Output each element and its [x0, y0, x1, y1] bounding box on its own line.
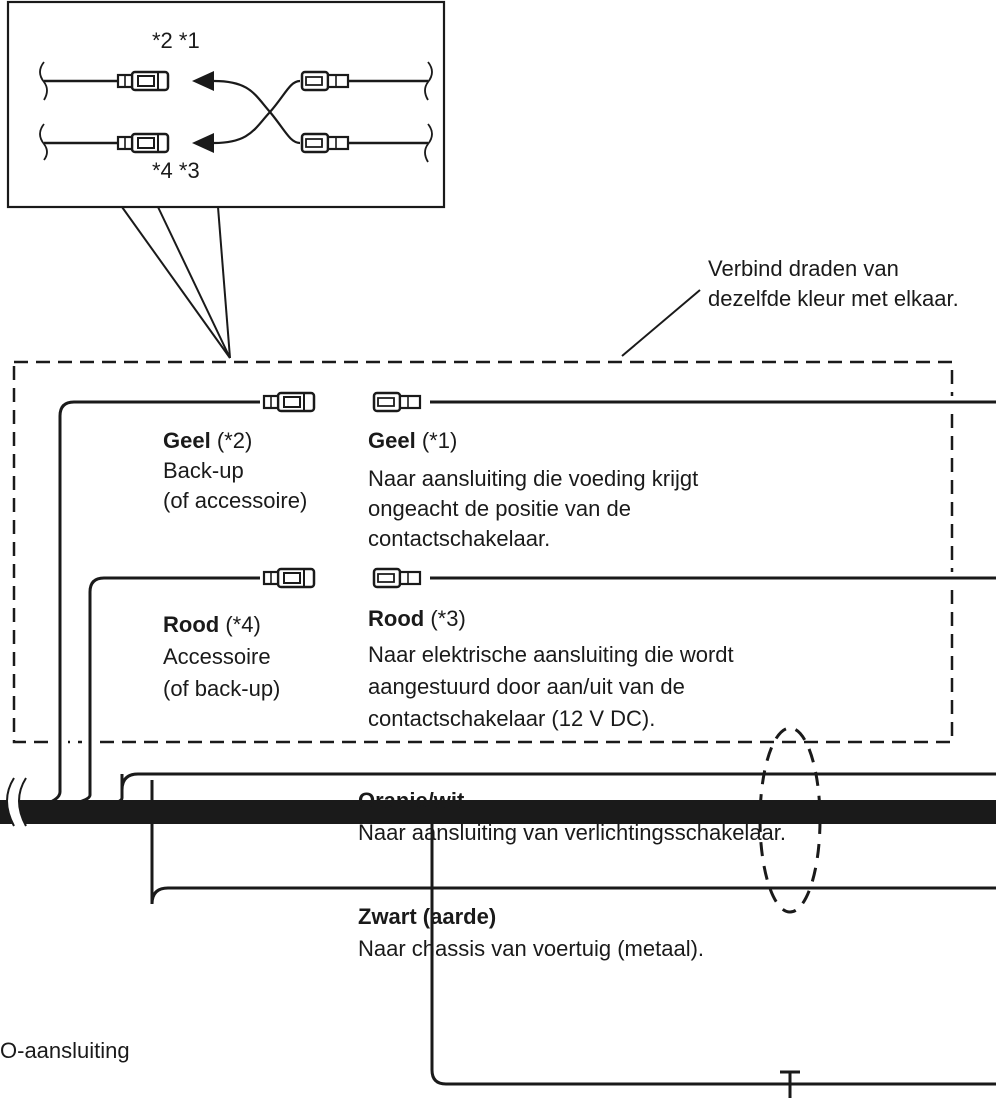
harness-dashed-ellipse	[758, 726, 822, 914]
wire-desc-line: Back-up	[163, 458, 244, 483]
wire-label-rood-accessory: Rood (*4)	[163, 610, 261, 640]
wire-desc-line: Naar aansluiting van verlichtingsschakel…	[358, 820, 787, 845]
wire-label-oranje-wit: Oranje/wit	[358, 788, 465, 813]
wire-marker: (*4)	[225, 612, 261, 637]
wire-color: Rood	[368, 606, 425, 631]
wire-color: Geel	[368, 428, 416, 453]
wire-desc-line: (of accessoire)	[163, 488, 308, 513]
note-line-2: dezelfde kleur met elkaar.	[708, 286, 959, 311]
dashed-group-box	[12, 360, 954, 744]
note-leader-line	[621, 289, 701, 357]
harness-break-mark	[6, 777, 27, 827]
plug-rood-male	[372, 567, 422, 589]
inset-plug-top-left	[116, 70, 170, 92]
inset-plug-bottom-right	[300, 132, 350, 154]
wire-marker: (*1)	[421, 428, 458, 453]
wire-desc-line: Naar elektrische aansluiting die wordt	[368, 642, 734, 667]
wire-label-zwart-aarde: Zwart (aarde)	[358, 904, 497, 929]
wire-desc-line: (of back-up)	[163, 676, 281, 701]
note-line-1: Verbind draden van	[708, 256, 899, 281]
inset-top-markers: *2 *1	[152, 28, 200, 53]
harness-t-marker	[780, 1070, 800, 1098]
plug-geel-female	[262, 391, 316, 413]
wire-label-geel-power: Geel (*1)	[368, 426, 457, 456]
wire-desc-line: Naar chassis van voertuig (metaal).	[358, 936, 705, 961]
wire-desc-line: contactschakelaar.	[368, 526, 551, 551]
inset-plug-bottom-left	[116, 132, 170, 154]
wire-marker: (*3)	[430, 606, 466, 631]
wire-color: Geel	[163, 428, 211, 453]
inset-plug-top-right	[300, 70, 350, 92]
wire-desc-line: Naar aansluiting die voeding krijgt	[368, 466, 699, 491]
wire-marker: (*2)	[216, 428, 253, 453]
wire-desc-line: contactschakelaar (12 V DC).	[368, 706, 656, 731]
wire-label-rood-switched: Rood (*3)	[368, 604, 466, 634]
inset-box	[6, 0, 446, 359]
wire-desc-line: aangestuurd door aan/uit van de	[368, 674, 685, 699]
wire-desc-line: ongeacht de positie van de	[368, 496, 631, 521]
wire-desc-line: Accessoire	[163, 644, 271, 669]
bottom-label: O-aansluiting	[0, 1038, 130, 1063]
plug-rood-female	[262, 567, 316, 589]
wire-color: Rood	[163, 612, 220, 637]
inset-bottom-markers: *4 *3	[152, 158, 200, 183]
main-harness	[0, 800, 996, 824]
plug-geel-male	[372, 391, 422, 413]
wire-label-geel-backup: Geel (*2)	[163, 426, 252, 456]
